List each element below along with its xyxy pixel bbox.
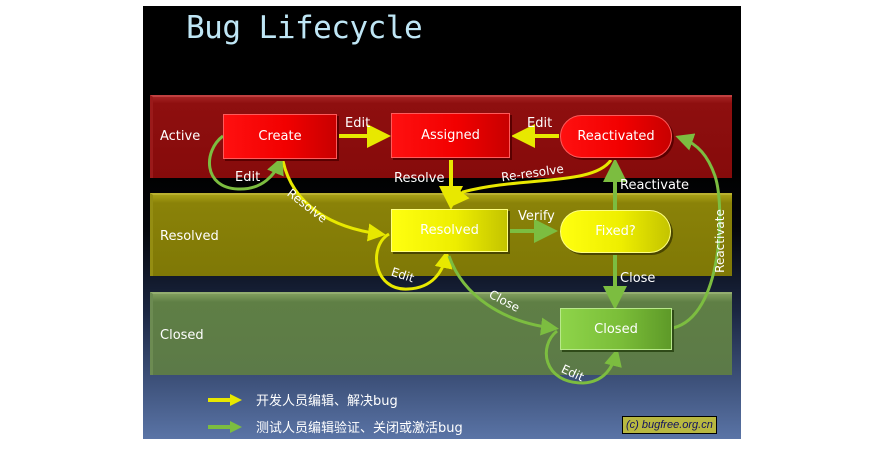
copyright-badge: (c) bugfree.org.cn <box>622 416 717 434</box>
yellow-arrow-icon <box>208 393 242 406</box>
arrow-reactivated-to-resolved <box>451 159 613 207</box>
slide-title: Bug Lifecycle <box>186 10 423 46</box>
label-create-to-assigned: Edit <box>345 116 371 131</box>
node-fixed: Fixed? <box>560 210 671 253</box>
legend-developer-text: 开发人员编辑、解决bug <box>256 394 398 409</box>
node-closed: Closed <box>560 308 672 350</box>
arrow-resolved-to-closed <box>447 255 559 336</box>
legend-tester-text: 测试人员编辑验证、关闭或激活bug <box>256 421 463 436</box>
label-closed-to-reactivated: Reactivate <box>712 209 727 273</box>
label-assigned-to-resolved: Resolve <box>394 171 445 186</box>
node-resolved: Resolved <box>391 209 508 252</box>
band-label-closed: Closed <box>160 328 204 343</box>
band-label-active: Active <box>160 129 201 144</box>
band-label-resolved: Resolved <box>160 229 219 244</box>
transition-arrows <box>208 124 722 385</box>
label-fixed-to-closed: Close <box>620 271 656 286</box>
label-reactivated-to-assigned: Edit <box>527 116 553 131</box>
node-reactivated: Reactivated <box>560 115 672 158</box>
arrow-resolved-self-edit <box>375 232 453 291</box>
label-fixed-to-reactivated: Reactivate <box>620 178 690 193</box>
label-create-self-edit: Edit <box>235 170 261 185</box>
label-resolved-to-fixed: Verify <box>518 209 555 224</box>
arrow-closed-to-reactivated <box>672 133 722 330</box>
node-create: Create <box>223 114 337 159</box>
slide: Bug Lifecycle Active Resolved Closed <box>143 6 741 439</box>
node-assigned: Assigned <box>391 113 510 158</box>
arrow-closed-self-edit <box>544 329 622 385</box>
arrow-create-self-edit <box>208 134 284 191</box>
green-arrow-icon <box>208 420 242 433</box>
legend-tester: 测试人员编辑验证、关闭或激活bug <box>208 417 463 436</box>
arrow-create-to-resolved <box>281 160 386 242</box>
legend-developer: 开发人员编辑、解决bug <box>208 390 398 409</box>
